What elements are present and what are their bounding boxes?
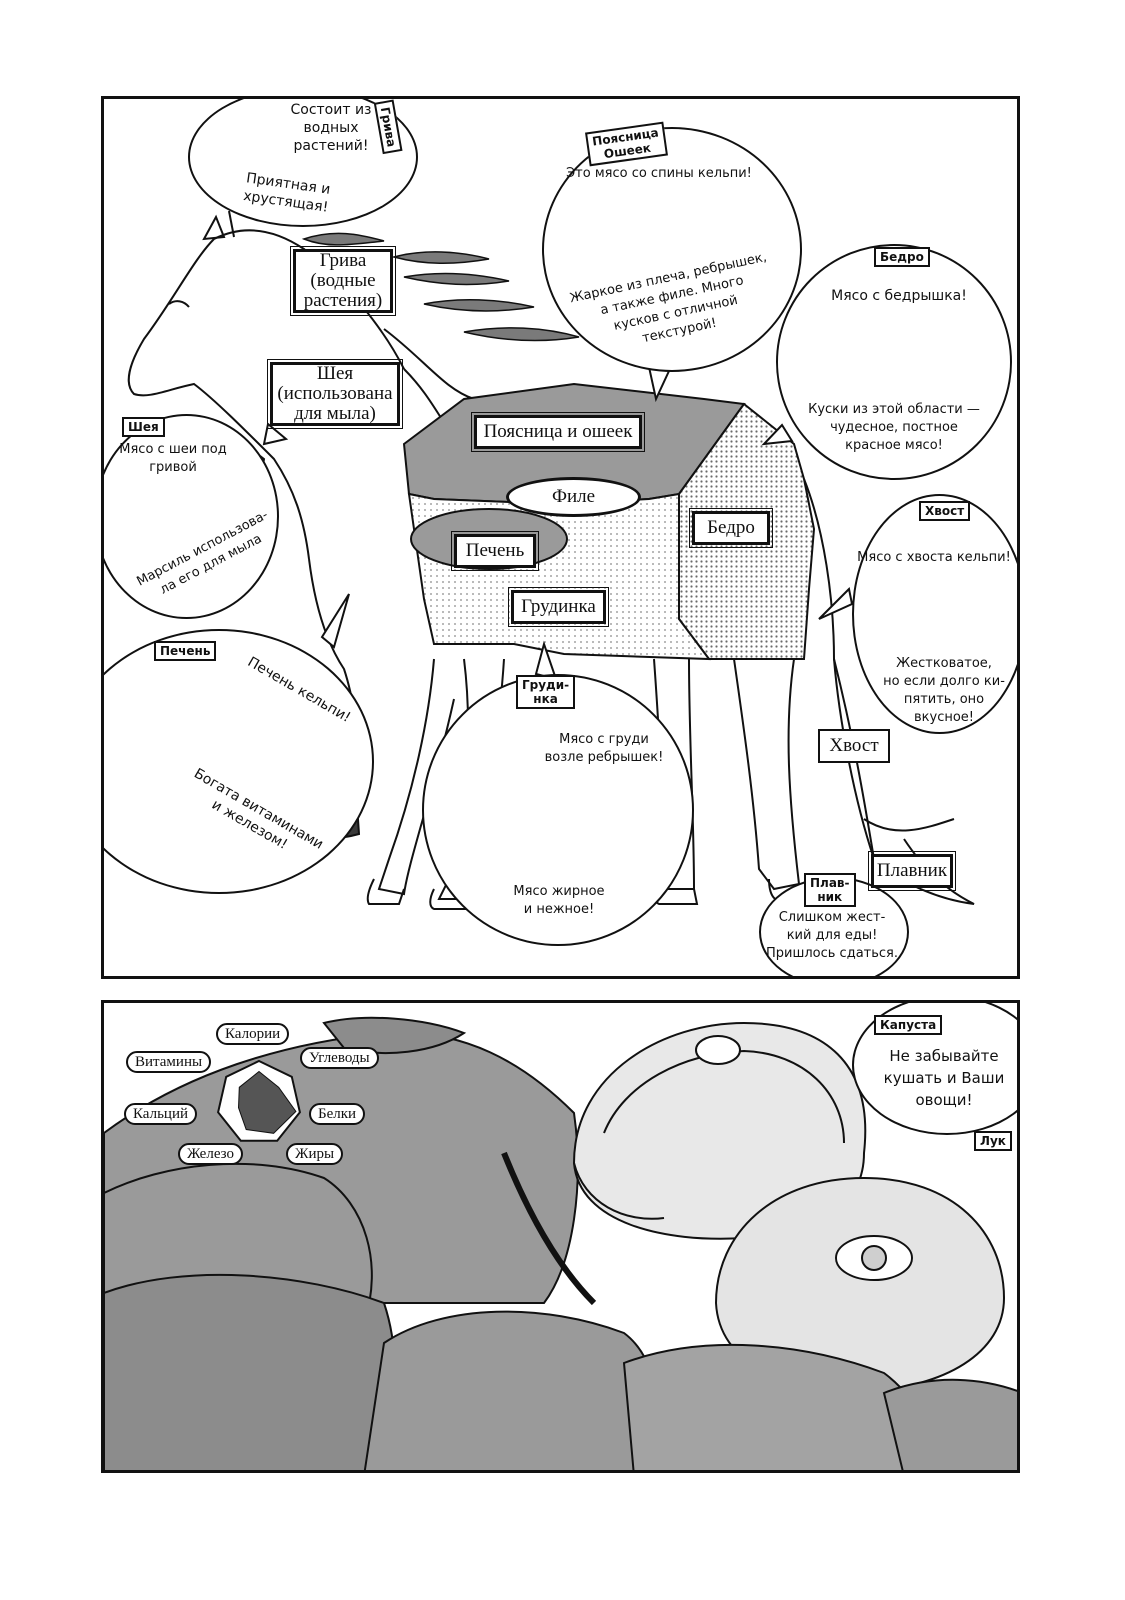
radar-value-shape [237, 1070, 297, 1134]
onion-tag: Лук [974, 1131, 1012, 1151]
label-tail: Хвост [818, 729, 890, 763]
label-brisket: Грудинка [508, 587, 609, 627]
diagram-panel: Состоит из водных растений! Приятная и х… [101, 96, 1020, 979]
tail-bubble-text-2: Жестковатое, но если долго ки- пятить, о… [883, 656, 1005, 725]
liver-bubble-tag: Печень [154, 641, 217, 661]
mane-bubble-text-1: Состоит из водных растений! [290, 102, 372, 154]
thigh-bubble-tag: Бедро [874, 247, 930, 267]
nutrition-label-calcium: Кальций [124, 1103, 198, 1125]
cabbage-bubble-tag: Капуста [874, 1015, 943, 1035]
neck-bubble-tag: Шея [122, 417, 165, 437]
tail-bubble [852, 494, 1017, 734]
brisket-bubble-text-1: Мясо с груди возле ребрышек! [544, 732, 664, 765]
label-loin: Поясница и ошеек [471, 412, 645, 452]
fin-bubble-tag: Плав- ник [804, 873, 856, 907]
brisket-bubble-text-2: Мясо жирное и нежное! [513, 884, 605, 917]
label-fin: Плавник [868, 851, 956, 891]
thigh-bubble-text-2: Куски из этой области — чудесное, постно… [808, 402, 980, 453]
vegetables-panel: Калории Углеводы Белки Жиры Железо Кальц… [101, 1000, 1020, 1473]
label-thigh: Бедро [689, 508, 773, 548]
cabbage-bubble-text: Не забывайте кушать и Ваши овощи! [883, 1047, 1005, 1109]
neck-bubble-text-1: Мясо с шеи под гривой [119, 442, 227, 475]
vegetables-illustration [104, 1016, 1017, 1470]
thigh-bubble-text-1: Мясо с бедрышка! [831, 288, 967, 304]
nutrition-label-fats: Жиры [286, 1143, 344, 1165]
brisket-bubble [422, 674, 694, 946]
label-liver: Печень [451, 531, 539, 571]
loin-bubble [542, 127, 802, 372]
nutrition-label-iron: Железо [178, 1143, 243, 1165]
nutrition-radar [217, 1059, 301, 1142]
tail-bubble-tag: Хвост [919, 501, 971, 521]
label-mane: Грива (водные растения) [290, 246, 396, 316]
brisket-bubble-tag: Груди- нка [516, 675, 576, 709]
nutrition-label-calories: Калории [216, 1023, 290, 1045]
label-neck: Шея (использована для мыла) [267, 359, 403, 429]
neck-bubble [104, 414, 279, 619]
tail-bubble-text-1: Мясо с хвоста кельпи! [857, 550, 1011, 565]
nutrition-label-protein: Белки [309, 1103, 366, 1125]
nutrition-label-carbs: Углеводы [300, 1047, 379, 1069]
fin-bubble-text-1: Слишком жест- кий для еды! Пришлось сдат… [765, 910, 898, 961]
nutrition-label-vitamins: Витамины [126, 1051, 212, 1073]
loin-bubble-text-1: Это мясо со спины кельпи! [566, 166, 752, 181]
liver-bubble [104, 629, 374, 894]
thigh-bubble [776, 244, 1012, 480]
label-fillet: Филе [506, 477, 641, 517]
